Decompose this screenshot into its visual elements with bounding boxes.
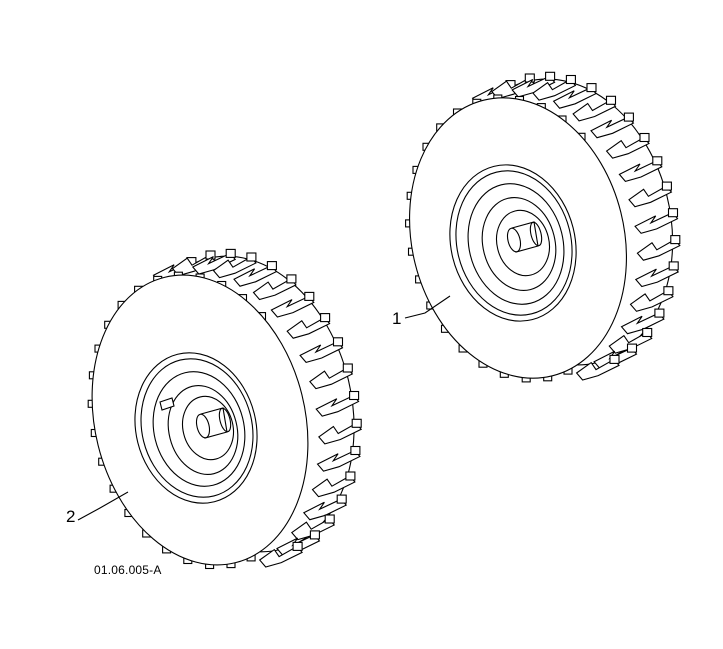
wheel-1-tread-block: [605, 95, 617, 105]
wheel-1-tread-block: [642, 327, 653, 338]
rim-outer-1: [449, 164, 577, 322]
rim-inner-1: [481, 197, 557, 291]
leader-line-1: [404, 295, 451, 319]
wheel-2-tread-block: [292, 541, 303, 551]
wheel-2-tread-block: [324, 514, 335, 524]
wheel-1-tread-block: [623, 112, 634, 122]
wheel-1-tread-block: [663, 286, 674, 296]
wheel-2-tread-block: [286, 274, 297, 284]
wheel-2-tread-block: [351, 418, 362, 428]
wheel-2-tread-block: [345, 471, 356, 481]
figure-code: 01.06.005-A: [94, 563, 162, 577]
rim-ring-2b: [152, 371, 246, 487]
rim-inner-2: [167, 385, 239, 475]
wheel-1-tread-block: [626, 343, 638, 353]
wheel-1-tread-block: [609, 354, 620, 364]
rim-outer-2: [134, 352, 258, 504]
wheel-2-tread-block: [309, 530, 320, 540]
wheel-1-tread-block: [586, 83, 597, 93]
wheel-1-tread-block: [667, 208, 679, 218]
wheel-2-tread-block: [266, 261, 277, 271]
axle-collar-2: [218, 407, 232, 433]
wheel-2-tread-block: [342, 363, 353, 373]
wheel-2-tread-block: [332, 337, 344, 347]
leader-line-2: [77, 491, 129, 521]
wheel-2-tread-block: [246, 252, 257, 262]
wheel-2-tread-block: [320, 313, 331, 323]
wheel-2-tread-block: [225, 248, 236, 258]
wheel-1-tread-block: [670, 235, 681, 245]
wheel-1-tread-block: [652, 156, 663, 166]
wheel-1: [404, 71, 681, 383]
wheel-1-tread-block: [661, 181, 672, 191]
wheel-1-tread-block: [545, 71, 556, 81]
axle-end-2: [195, 413, 211, 439]
wheel-2: [77, 248, 363, 570]
hub-2: [181, 395, 235, 461]
valve-stem-2: [159, 397, 175, 411]
wheel-2-tread-block: [349, 390, 360, 401]
hub-1: [495, 209, 551, 277]
wheel-2-tread-block: [350, 445, 361, 456]
rim-ring-1b: [467, 183, 565, 305]
wheel-1-tread-block: [668, 261, 679, 271]
wheel-1-tread-block: [639, 132, 650, 143]
callout-label-2: 2: [66, 507, 76, 526]
wheel-2-tread-block: [336, 494, 347, 504]
rim-ring-2: [140, 358, 254, 498]
callout-label-1: 1: [392, 309, 402, 328]
wheel-1-tread-block: [654, 308, 665, 318]
wheel-1-tread-block: [565, 74, 576, 85]
axle-collar-1: [529, 221, 543, 247]
axle-end-1: [506, 227, 522, 253]
rim-ring-1: [455, 170, 573, 316]
wheel-2-tread-block: [304, 291, 315, 301]
